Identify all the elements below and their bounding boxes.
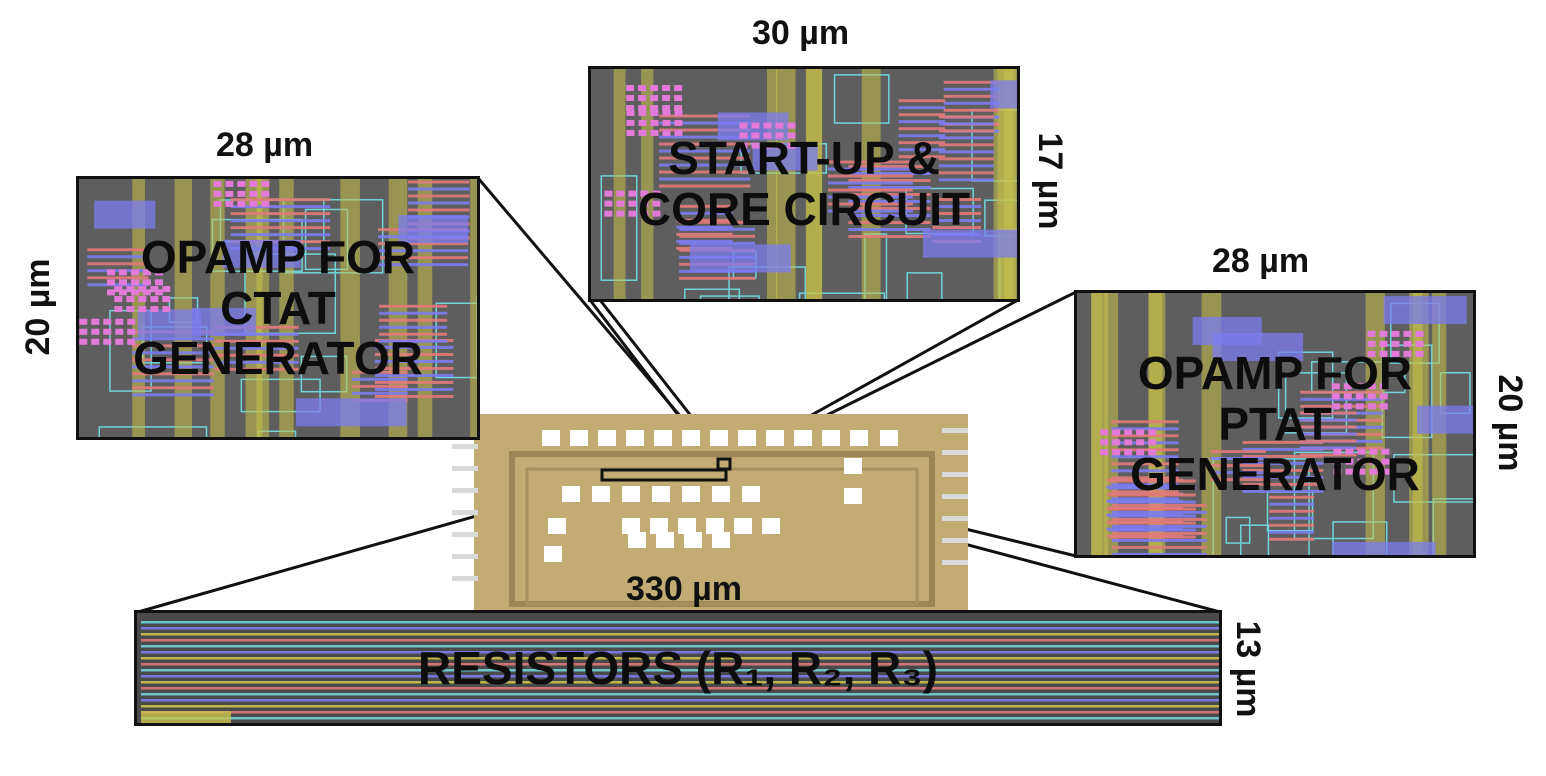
resistors-label: RESISTORS (R₁, R₂, R₃) bbox=[418, 641, 938, 694]
opamp-ctat-block: OPAMP FOR CTAT GENERATOR bbox=[76, 176, 480, 440]
core-region-marker bbox=[716, 457, 732, 471]
resistors-block: RESISTORS (R₁, R₂, R₃) bbox=[134, 610, 1222, 726]
opamp-ctat-label-line2: CTAT bbox=[220, 281, 336, 334]
resistor-region-marker bbox=[600, 468, 728, 482]
opamp-ptat-block: OPAMP FOR PTAT GENERATOR bbox=[1074, 290, 1476, 558]
die-micrograph bbox=[452, 414, 968, 614]
ptat-width-label: 28 µm bbox=[1212, 242, 1310, 280]
ctat-width-label: 28 µm bbox=[216, 126, 314, 164]
startup-core-label-line1: START-UP & bbox=[668, 132, 940, 185]
startup-core-label-line2: CORE CIRCUIT bbox=[637, 183, 971, 235]
startup-core-block: START-UP & CORE CIRCUIT bbox=[588, 66, 1020, 302]
opamp-ptat-label-line2: PTAT bbox=[1218, 397, 1332, 450]
startup-height-label: 17 µm bbox=[1031, 132, 1069, 230]
opamp-ptat-label-line1: OPAMP FOR bbox=[1137, 347, 1413, 400]
opamp-ptat-label: OPAMP FOR PTAT GENERATOR bbox=[1077, 293, 1473, 555]
ptat-height-label: 20 µm bbox=[1491, 374, 1529, 472]
resistors-height-label: 13 µm bbox=[1229, 620, 1267, 718]
opamp-ctat-label: OPAMP FOR CTAT GENERATOR bbox=[79, 179, 477, 437]
startup-core-label: START-UP & CORE CIRCUIT bbox=[591, 69, 1017, 299]
die-width-label: 330 µm bbox=[626, 570, 742, 608]
opamp-ctat-label-line1: OPAMP FOR bbox=[140, 231, 416, 284]
opamp-ctat-label-line3: GENERATOR bbox=[133, 332, 423, 385]
ctat-height-label: 20 µm bbox=[19, 258, 57, 356]
startup-width-label: 30 µm bbox=[752, 14, 850, 52]
opamp-ptat-label-line3: GENERATOR bbox=[1130, 448, 1420, 501]
